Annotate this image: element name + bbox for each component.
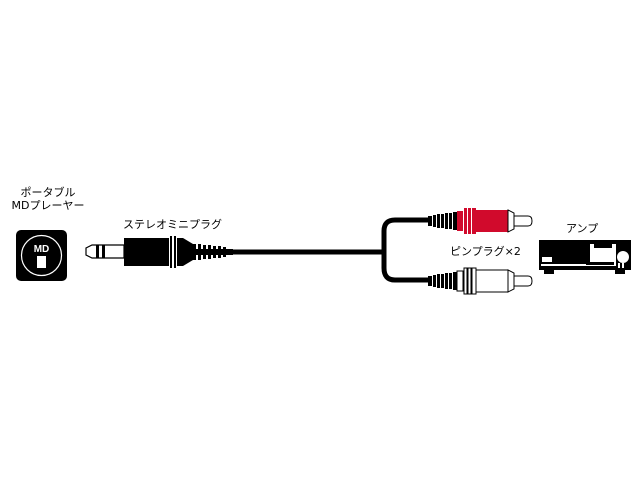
stereo-mini-plug-label: ステレオミニプラグ [123, 218, 222, 231]
amplifier-icon [539, 240, 631, 274]
md-player-icon: MD [16, 230, 67, 281]
md-logo-text: MD [34, 244, 50, 255]
portable-md-label-line2: MDプレーヤー [11, 199, 85, 212]
red-rca-plug-icon [428, 208, 533, 234]
pin-plug-label: ピンプラグ×2 [450, 245, 521, 258]
cable [230, 217, 432, 283]
amp-label: アンプ [566, 222, 599, 235]
white-rca-plug-icon [428, 267, 533, 295]
stereo-mini-plug-icon [85, 236, 233, 268]
portable-md-label-line1: ポータブル [20, 186, 76, 199]
portable-md-label: ポータブル MDプレーヤー [8, 186, 88, 212]
